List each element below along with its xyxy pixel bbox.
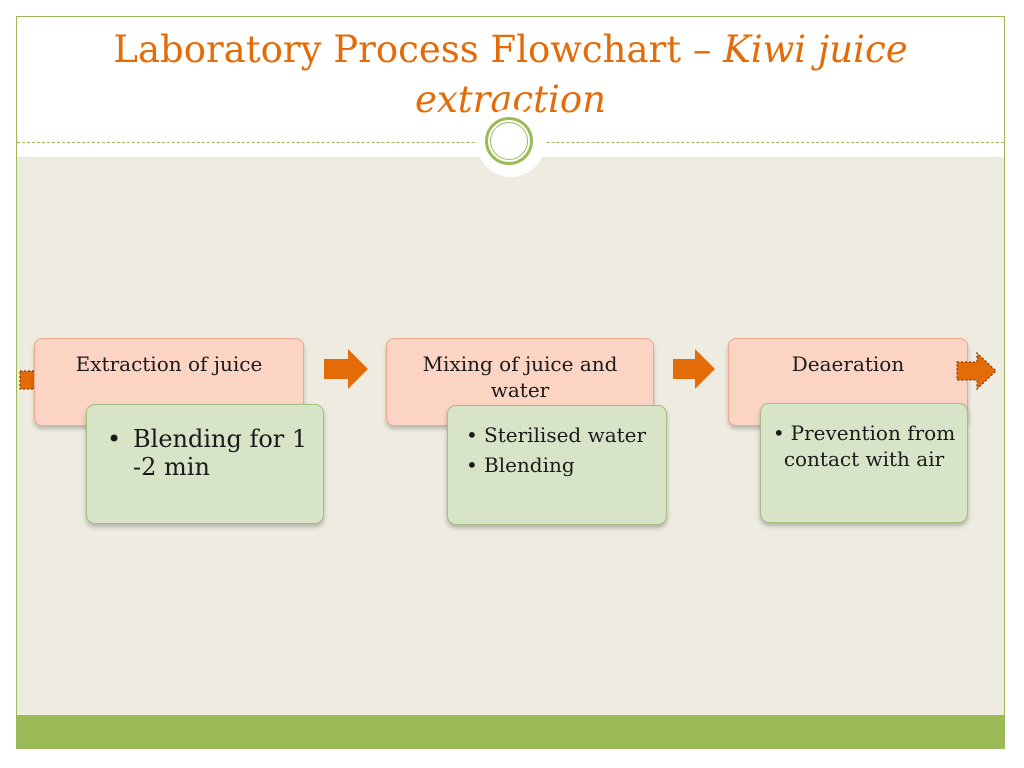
- title-main-text: Laboratory Process Flowchart –: [113, 28, 724, 71]
- arrow-right-icon: [324, 349, 368, 389]
- detail-item: Blending: [466, 452, 658, 478]
- arrow-right-icon: [673, 349, 715, 389]
- step-label: Mixing of juice and water: [422, 352, 618, 402]
- title-italic-text: Kiwi juice extraction: [415, 28, 908, 121]
- detail-list: Sterilised water Blending: [466, 422, 658, 478]
- detail-item: Sterilised water: [466, 422, 658, 448]
- slide-title: Laboratory Process Flowchart – Kiwi juic…: [57, 25, 964, 125]
- detail-item: Prevention from contact with air: [771, 420, 957, 472]
- detail-list: Prevention from contact with air: [771, 420, 957, 472]
- dotted-arrow-right-icon: [956, 351, 997, 391]
- detail-item: Blending for 1 -2 min: [107, 425, 313, 481]
- detail-box-deaeration: Prevention from contact with air: [760, 403, 968, 523]
- step-label: Extraction of juice: [75, 352, 263, 376]
- footer-band: [17, 715, 1004, 748]
- circle-ring-icon: [477, 109, 545, 177]
- step-label: Deaeration: [791, 352, 905, 376]
- detail-list: Blending for 1 -2 min: [107, 425, 313, 481]
- detail-box-extraction: Blending for 1 -2 min: [86, 404, 324, 524]
- detail-box-mixing: Sterilised water Blending: [447, 405, 667, 525]
